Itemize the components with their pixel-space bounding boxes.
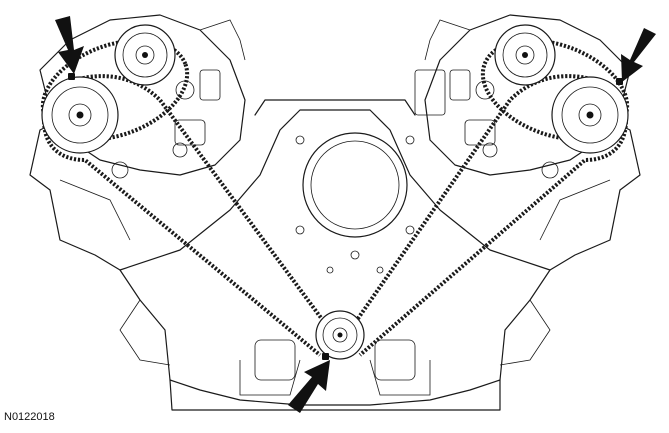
figure-id-label: N0122018	[4, 411, 55, 423]
right-exhaust-cam-sprocket	[494, 24, 556, 86]
right-intake-cam-sprocket	[551, 76, 629, 154]
front-cover-opening	[295, 132, 415, 274]
left-exhaust-cam-sprocket	[114, 24, 176, 86]
crank-callout-arrow	[288, 360, 330, 413]
crankshaft-sprocket	[315, 310, 365, 360]
left-intake-cam-sprocket	[41, 76, 119, 154]
left-timing-mark	[68, 73, 75, 80]
right-timing-mark	[616, 78, 623, 85]
engine-block	[29, 99, 641, 411]
left-secondary-chain	[40, 38, 190, 142]
crank-timing-mark	[322, 353, 329, 360]
left-callout-arrow	[55, 16, 84, 74]
right-callout-arrow	[621, 28, 656, 82]
